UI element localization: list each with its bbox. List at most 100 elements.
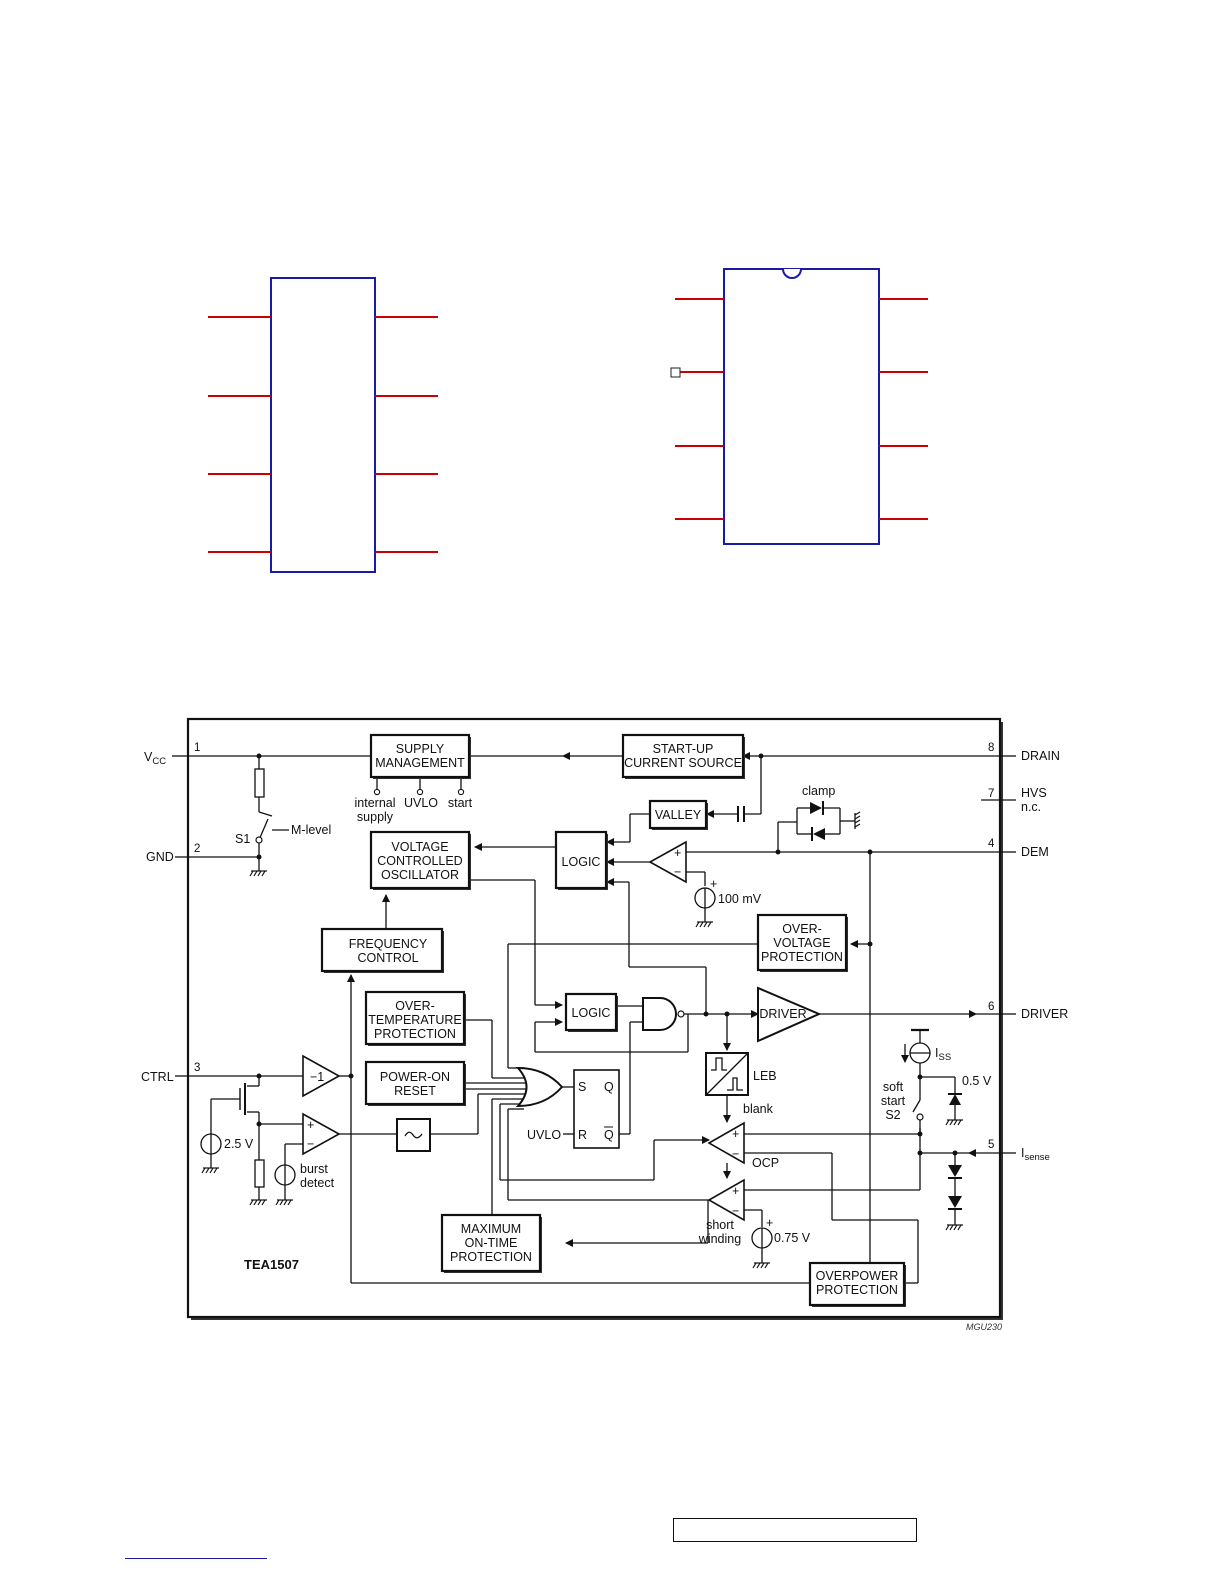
logic-top-block: LOGIC [554, 830, 608, 890]
svg-text:OVER-: OVER- [782, 922, 822, 936]
pin-driver-label: DRIVER [1021, 1007, 1068, 1021]
burst-comp-minus: − [307, 1137, 314, 1151]
uvlo-ff-label: UVLO [527, 1128, 561, 1142]
blank-label: blank [743, 1102, 774, 1116]
pin-8-number: 8 [988, 742, 994, 754]
overpower-protection-block: OVERPOWER PROTECTION [808, 1261, 906, 1307]
chip-outline [186, 717, 1002, 1319]
svg-text:PROTECTION: PROTECTION [761, 950, 843, 964]
internal-supply-label: internal [355, 796, 396, 810]
svg-text:VOLTAGE: VOLTAGE [773, 936, 830, 950]
burst-detect-label: burst [300, 1162, 328, 1176]
ff-r-label: R [578, 1128, 587, 1142]
dip8-package-outline [723, 268, 880, 545]
burst-comp-plus: + [307, 1118, 314, 1132]
figure-code-label: MGU230 [966, 1322, 1002, 1332]
clamp-label: clamp [802, 784, 835, 798]
sw-comp-plus: + [732, 1184, 739, 1198]
ff-s-label: S [578, 1080, 586, 1094]
m-level-label: M-level [291, 823, 331, 837]
pin-vcc-label: VCC [144, 750, 166, 767]
internal-supply-label-2: supply [357, 810, 394, 824]
ocp-comp-plus: + [732, 1127, 739, 1141]
svg-text:FREQUENCY: FREQUENCY [349, 937, 428, 951]
pin-hvs-nc-label: n.c. [1021, 800, 1041, 814]
dip8-notch [782, 268, 802, 279]
uvlo-label: UVLO [404, 796, 438, 810]
sw-comp-minus: − [732, 1204, 739, 1218]
svg-text:PROTECTION: PROTECTION [374, 1027, 456, 1041]
pin-dem-label: DEM [1021, 845, 1049, 859]
pin-4-number: 4 [988, 838, 995, 850]
svg-text:VALLEY: VALLEY [655, 808, 702, 822]
v075-plus: + [766, 1216, 773, 1230]
svg-text:POWER-ON: POWER-ON [380, 1070, 450, 1084]
valley-block: VALLEY [648, 799, 708, 830]
v05-label: 0.5 V [962, 1074, 992, 1088]
ff-qbar-label: Q [604, 1128, 614, 1142]
inverter-label: −1 [310, 1070, 324, 1084]
frequency-control-block: FREQUENCY CONTROL [320, 927, 444, 973]
footer-link-underline [125, 1558, 267, 1559]
pin-5-number: 5 [988, 1139, 994, 1151]
svg-text:CONTROL: CONTROL [357, 951, 418, 965]
100mv-label: 100 mV [718, 892, 762, 906]
svg-text:MAXIMUM: MAXIMUM [461, 1222, 521, 1236]
soft-start-label-3: S2 [885, 1108, 900, 1122]
or-gate [515, 1066, 564, 1108]
svg-text:TEMPERATURE: TEMPERATURE [368, 1013, 462, 1027]
leb-label: LEB [753, 1069, 777, 1083]
startup-current-source-block: START-UP CURRENT SOURCE [621, 733, 745, 779]
supply-management-block: SUPPLY MANAGEMENT [369, 733, 471, 779]
chip-name-label: TEA1507 [244, 1257, 299, 1272]
burst-detect-label-2: detect [300, 1176, 335, 1190]
logic-mid-block: LOGIC [564, 992, 618, 1032]
vco-block: VOLTAGE CONTROLLED OSCILLATOR [369, 830, 471, 890]
svg-text:OVER-: OVER- [395, 999, 435, 1013]
pinout-symbols [208, 268, 928, 573]
footer-box [673, 1518, 917, 1542]
pin-ctrl-label: CTRL [141, 1070, 174, 1084]
pin-hvs-label: HVS [1021, 786, 1047, 800]
so8-package-outline [270, 277, 376, 573]
pin-1-number: 1 [194, 742, 200, 754]
dem-comp-minus: − [674, 865, 681, 879]
ocp-comp-minus: − [732, 1147, 739, 1161]
pin-3-number: 3 [194, 1062, 200, 1074]
soft-start-label: soft [883, 1080, 904, 1094]
pin-6-number: 6 [988, 1001, 994, 1013]
driver-amplifier [757, 986, 822, 1043]
svg-text:MANAGEMENT: MANAGEMENT [375, 756, 465, 770]
v25-label: 2.5 V [224, 1137, 254, 1151]
pin-gnd-label: GND [146, 850, 174, 864]
svg-text:OVERPOWER: OVERPOWER [816, 1269, 899, 1283]
svg-text:SUPPLY: SUPPLY [396, 742, 445, 756]
v075-label: 0.75 V [774, 1231, 811, 1245]
pin-drain-label: DRAIN [1021, 749, 1060, 763]
svg-text:CURRENT SOURCE: CURRENT SOURCE [624, 756, 742, 770]
soft-start-label-2: start [881, 1094, 906, 1108]
v100-plus: + [710, 877, 717, 891]
svg-text:START-UP: START-UP [653, 742, 714, 756]
svg-text:VOLTAGE: VOLTAGE [391, 840, 448, 854]
svg-text:PROTECTION: PROTECTION [816, 1283, 898, 1297]
svg-text:CONTROLLED: CONTROLLED [377, 854, 462, 868]
pin-2-number: 2 [194, 843, 200, 855]
dem-comp-plus: + [674, 846, 681, 860]
svg-text:LOGIC: LOGIC [562, 855, 601, 869]
overvoltage-protection-block: OVER- VOLTAGE PROTECTION [756, 913, 848, 972]
dip8-pin-2-marker [670, 367, 681, 378]
pin-7-number: 7 [988, 788, 994, 800]
svg-text:OSCILLATOR: OSCILLATOR [381, 868, 459, 882]
short-winding-label-2: winding [698, 1232, 741, 1246]
svg-text:RESET: RESET [394, 1084, 436, 1098]
s1-label: S1 [235, 832, 250, 846]
overtemperature-protection-block: OVER- TEMPERATURE PROTECTION [364, 990, 466, 1046]
ocp-label: OCP [752, 1156, 779, 1170]
svg-text:PROTECTION: PROTECTION [450, 1250, 532, 1264]
svg-text:ON-TIME: ON-TIME [465, 1236, 518, 1250]
short-winding-label: short [706, 1218, 734, 1232]
pin-isense-label: Isense [1021, 1146, 1050, 1163]
ff-q-label: Q [604, 1080, 614, 1094]
and-gate [642, 997, 677, 1031]
